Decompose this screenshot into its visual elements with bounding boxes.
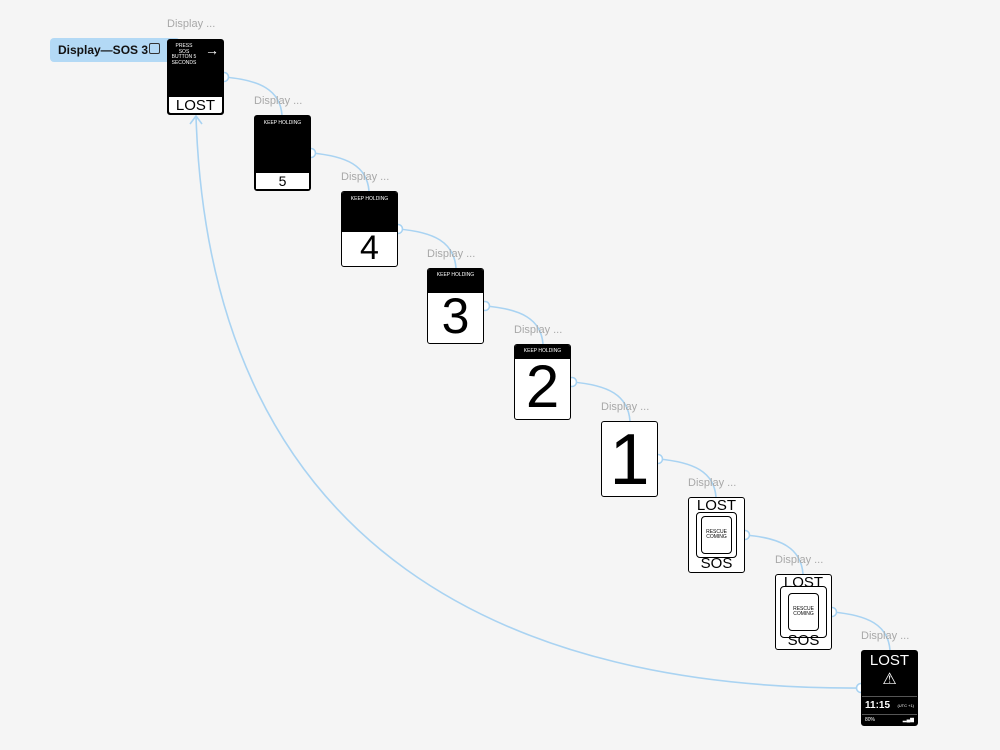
timezone-text: (UTC +1): [897, 703, 914, 708]
frame-label: Display ...: [514, 324, 563, 336]
sos-text: SOS: [787, 632, 820, 649]
rescue-coming-text: RESCUE COMING: [793, 605, 814, 617]
outer-ring: [780, 586, 827, 638]
frame-label: Display ...: [601, 401, 650, 413]
lost-text: LOST: [696, 497, 737, 514]
play-frame-icon: [149, 43, 160, 54]
flow-name: Display—SOS 3: [58, 43, 149, 57]
countdown-number: 1: [609, 421, 650, 497]
frame-countdown-2[interactable]: KEEP HOLDING 2: [514, 344, 571, 420]
outer-ring: [696, 512, 737, 558]
keep-holding-text: KEEP HOLDING: [342, 192, 397, 232]
signal-icon: ▂▄▆: [902, 717, 914, 723]
frame-press-sos[interactable]: PRESS SOS BUTTON 5 SECONDS → LOST: [167, 39, 224, 115]
frame-countdown-4[interactable]: KEEP HOLDING 4: [341, 191, 398, 267]
rescue-box: RESCUE COMING: [701, 516, 732, 554]
frame-rescue-coming-1[interactable]: LOST RESCUE COMING SOS: [688, 497, 745, 573]
frame-label: Display ...: [254, 95, 303, 107]
frame-label: Display ...: [341, 171, 390, 183]
frame-lost-home[interactable]: LOST ⚠ 11:15 (UTC +1) 80% ▂▄▆: [861, 650, 918, 726]
warning-icon: ⚠: [882, 671, 897, 688]
frame-countdown-1[interactable]: 1: [601, 421, 658, 497]
time-text: 11:15: [865, 700, 891, 711]
countdown-number: 2: [525, 353, 560, 420]
instruction-text: PRESS SOS BUTTON 5 SECONDS: [171, 43, 197, 66]
frame-label: Display ...: [775, 554, 824, 566]
rescue-coming-text: RESCUE COMING: [706, 528, 727, 540]
arrow-right-icon: →: [205, 42, 219, 58]
frame-rescue-coming-2[interactable]: LOST RESCUE COMING SOS: [775, 574, 832, 650]
flow-starting-point[interactable]: Display—SOS 3: [50, 38, 180, 62]
frame-countdown-5[interactable]: KEEP HOLDING 5: [254, 115, 311, 191]
countdown-number: 3: [441, 288, 470, 344]
battery-text: 80%: [865, 717, 876, 723]
frame-label: Display ...: [427, 248, 476, 260]
frame-label: Display ...: [861, 630, 910, 642]
frame-label: Display ...: [688, 477, 737, 489]
countdown-number: 4: [360, 229, 379, 267]
sos-text: SOS: [700, 555, 733, 572]
frame-label: Display ...: [167, 18, 216, 30]
lost-text: LOST: [869, 652, 910, 669]
lost-text: LOST: [169, 97, 222, 114]
frame-countdown-3[interactable]: KEEP HOLDING 3: [427, 268, 484, 344]
keep-holding-text: KEEP HOLDING: [428, 269, 483, 293]
keep-holding-text: KEEP HOLDING: [263, 120, 302, 126]
keep-holding-text: KEEP HOLDING: [515, 345, 570, 359]
rescue-box: RESCUE COMING: [788, 593, 819, 631]
countdown-number: 5: [256, 173, 309, 189]
